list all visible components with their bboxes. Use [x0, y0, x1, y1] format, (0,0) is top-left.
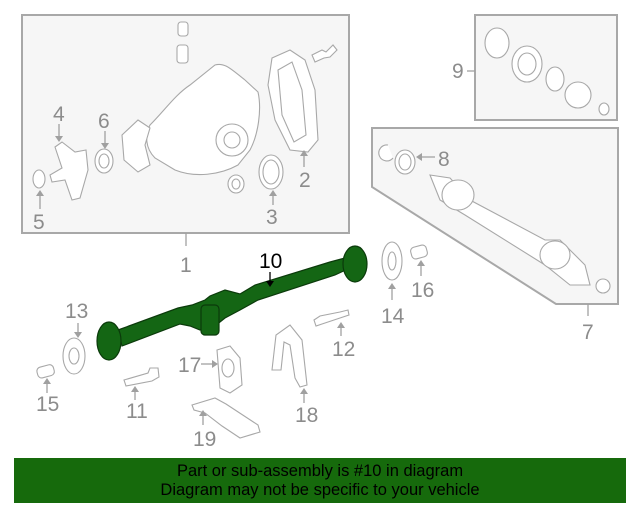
cv-boot-inner[interactable] [564, 81, 592, 109]
input-flange[interactable] [121, 119, 151, 173]
heat-shield-18[interactable] [271, 324, 308, 388]
front-flex-disc[interactable] [96, 321, 122, 361]
bracket-19[interactable] [191, 397, 261, 439]
callout-6: 6 [98, 110, 110, 133]
callout-5: 5 [33, 211, 45, 234]
callout-1: 1 [180, 254, 192, 277]
info-banner: Part or sub-assembly is #10 in diagram D… [14, 458, 626, 503]
banner-line-2: Diagram may not be specific to your vehi… [160, 481, 480, 499]
callout-19: 19 [193, 428, 216, 451]
callout-13: 13 [65, 300, 88, 323]
sleeve-16[interactable] [410, 244, 429, 260]
callout-3: 3 [266, 206, 278, 229]
bolt-12[interactable] [313, 309, 350, 327]
cover-bolt[interactable] [311, 44, 338, 63]
sleeve-15[interactable] [36, 364, 55, 379]
callout-7: 7 [582, 321, 594, 344]
center-bearing[interactable] [200, 304, 220, 336]
vent-plug[interactable] [176, 44, 189, 64]
companion-flange[interactable] [49, 141, 89, 201]
rear-flex-disc[interactable] [342, 245, 368, 283]
callout-16: 16 [411, 279, 434, 302]
callout-4: 4 [53, 103, 65, 126]
callout-8: 8 [438, 148, 450, 171]
banner-line-1: Part or sub-assembly is #10 in diagram [176, 462, 464, 480]
parts-diagram: 2 3 4 5 6 1 9 7 8 [21, 14, 619, 451]
callout-15: 15 [36, 393, 59, 416]
callout-17: 17 [178, 354, 201, 377]
bolt-11[interactable] [123, 367, 160, 387]
callout-14: 14 [381, 305, 405, 328]
vent-cap[interactable] [177, 21, 189, 37]
callout-10: 10 [259, 250, 282, 273]
flange-nut[interactable] [32, 169, 46, 189]
differential-assembly-group: 2 3 4 5 6 1 [21, 14, 350, 277]
callout-9: 9 [452, 60, 464, 83]
boot-kit-group: 9 [452, 14, 618, 121]
drive-shaft-group: 10 [96, 245, 368, 361]
loose-parts-group: 13 15 11 12 14 16 17 1 [36, 241, 434, 451]
callout-11: 11 [126, 400, 148, 423]
callout-2: 2 [299, 169, 311, 192]
callout-12: 12 [332, 338, 355, 361]
axle-shaft-group: 7 8 [371, 127, 619, 344]
callout-18: 18 [295, 404, 318, 427]
drive-shaft[interactable] [117, 257, 351, 347]
